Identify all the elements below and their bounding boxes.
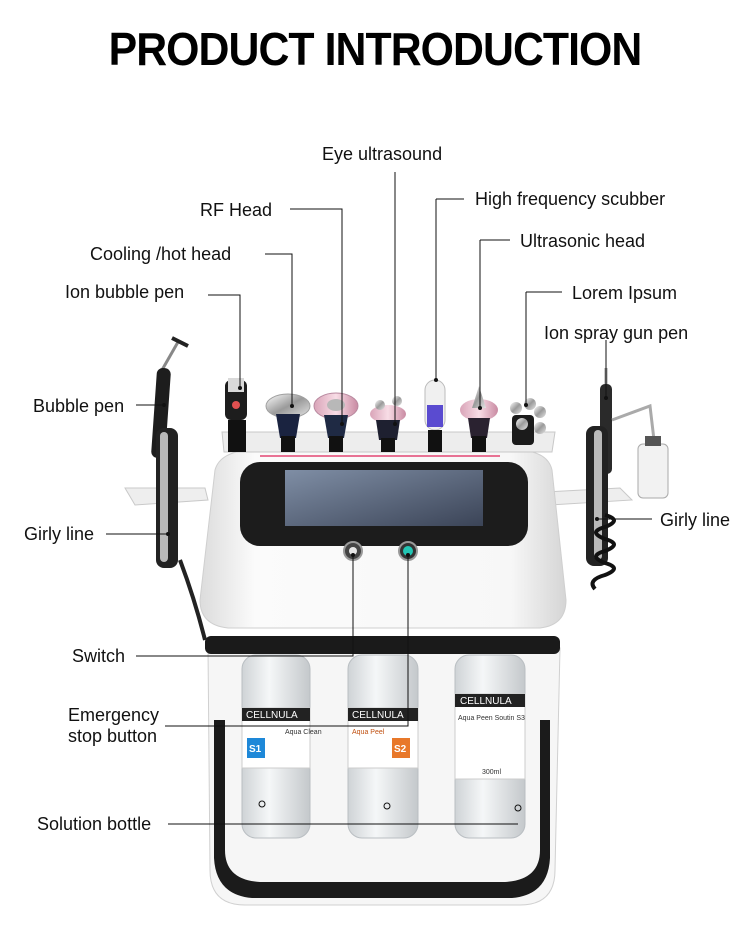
label-emergency-stop-2: stop button: [68, 726, 158, 746]
leader-lines: [106, 172, 652, 825]
page-title: PRODUCT INTRODUCTION: [108, 23, 643, 75]
leader-emergency: [165, 555, 409, 727]
switch-button[interactable]: [343, 541, 363, 561]
touch-screen: [285, 470, 483, 526]
bottle-1: CELLNULA S1 Aqua Clean: [241, 654, 322, 839]
girly-line-left-pen: [156, 428, 178, 568]
bottle-1-text: Aqua Clean: [285, 729, 322, 736]
bottle-2: CELLNULA S2 Aqua Peel: [347, 654, 419, 839]
lorem-ipsum-head: [510, 398, 546, 445]
bottle-2-badge-bg: [392, 738, 410, 758]
leader-switch: [136, 555, 354, 657]
label-ion-bubble-pen: Ion bubble pen: [65, 282, 185, 302]
bottle-2-badge: S2: [394, 744, 407, 755]
label-girly-line-right: Girly line: [660, 510, 731, 530]
label-girly-line-left: Girly line: [24, 524, 95, 544]
label-ultrasonic-head: Ultrasonic head: [520, 231, 646, 251]
leader-dots: [162, 378, 608, 812]
label-cooling-hot-head: Cooling /hot head: [90, 244, 232, 264]
leader-rf-head: [290, 208, 343, 424]
bottle-2-text: Aqua Peel: [352, 729, 385, 736]
ultrasonic-head: [460, 386, 498, 452]
leader-ion-bubble: [208, 294, 241, 388]
bottle-1-badge: S1: [249, 744, 262, 755]
label-bubble-pen: Bubble pen: [33, 396, 125, 416]
bottle-3-text: Aqua Peen Soutin S3: [458, 715, 525, 722]
bottle-3-volume: 300ml: [482, 769, 502, 776]
bottle-2-brand: CELLNULA: [352, 710, 404, 721]
leader-cooling: [265, 253, 293, 406]
bottle-1-brand: CELLNULA: [246, 710, 298, 721]
label-solution-bottle: Solution bottle: [37, 814, 152, 834]
machine-body: [199, 449, 567, 629]
girly-line-right-pen: [586, 426, 616, 591]
label-emergency-stop-1: Emergency: [68, 705, 160, 725]
label-eye-ultrasound: Eye ultrasound: [322, 144, 443, 164]
label-lorem-ipsum: Lorem Ipsum: [572, 283, 678, 303]
high-frequency-head: [424, 379, 446, 452]
bottle-1-badge-bg: [247, 738, 265, 758]
cooling-hot-head: [265, 393, 311, 452]
label-high-frequency: High frequency scubber: [475, 189, 666, 209]
label-switch: Switch: [72, 646, 126, 666]
bottle-3: CELLNULA Aqua Peen Soutin S3 300ml: [454, 654, 526, 839]
ion-spray-gun-pen: [600, 368, 669, 499]
ion-bubble-pen-head: [225, 378, 247, 452]
label-ion-spray-gun-pen: Ion spray gun pen: [544, 323, 689, 343]
label-rf-head: RF Head: [200, 200, 273, 220]
bottle-3-brand: CELLNULA: [460, 696, 512, 707]
